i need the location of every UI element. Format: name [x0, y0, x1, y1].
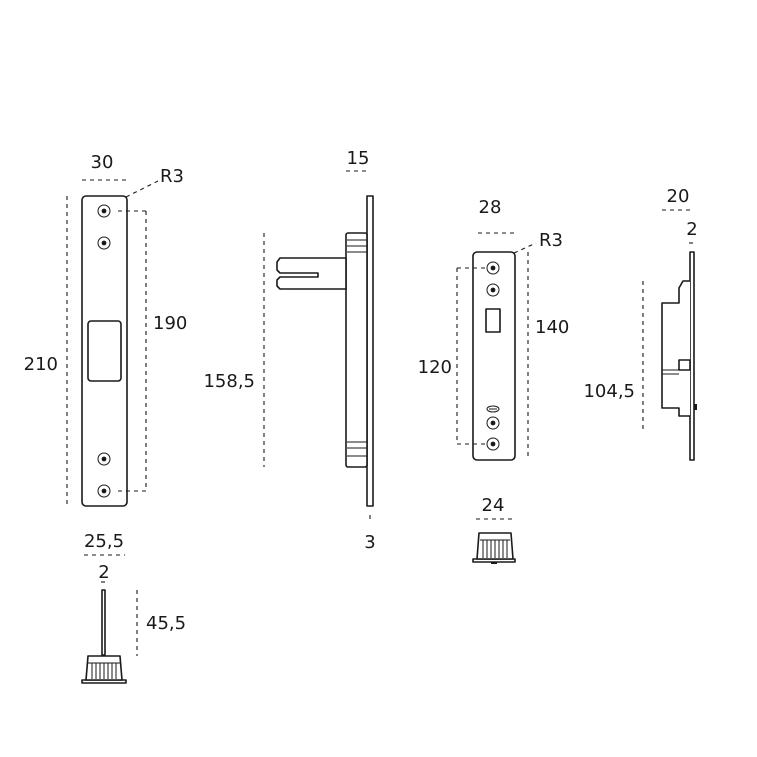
keeper-screw	[678, 359, 691, 371]
strike-plate-long	[81, 195, 128, 507]
bolt-fork	[276, 257, 347, 290]
screw-hole-icon	[486, 437, 500, 451]
logo-mark	[486, 405, 500, 413]
dim-width-28: 28	[479, 197, 502, 218]
screw-hole-icon	[97, 204, 111, 218]
dim-width-20: 20	[667, 186, 690, 207]
dimension-lines-lock-body	[263, 170, 371, 522]
dim-spindle-2: 2	[98, 562, 109, 583]
latch-opening	[485, 308, 501, 333]
latch-opening	[87, 320, 122, 382]
dim-faceplate-3: 3	[364, 532, 375, 553]
dim-spacing-190: 190	[153, 313, 187, 334]
screw-hole-icon	[97, 484, 111, 498]
screw-hole-icon	[486, 261, 500, 275]
dim-height-210: 210	[24, 354, 58, 375]
dim-radius-r3-short: R3	[539, 230, 563, 251]
dimension-lines-keeper	[642, 209, 694, 430]
screw-hole-icon	[97, 236, 111, 250]
dim-spacing-120: 120	[418, 357, 452, 378]
dim-radius-r3-long: R3	[160, 166, 184, 187]
screw-hole-icon	[97, 452, 111, 466]
dim-height-140: 140	[535, 317, 569, 338]
dim-height-158-5: 158,5	[203, 371, 255, 392]
dimension-lines-cylinder-long	[84, 554, 138, 656]
dim-width-25-5: 25,5	[84, 531, 124, 552]
screw-hole-icon	[486, 416, 500, 430]
cylinder-short	[472, 532, 516, 564]
dim-height-45-5: 45,5	[146, 613, 186, 634]
lock-body-side-view	[276, 195, 374, 507]
cylinder-long	[81, 589, 127, 684]
dim-width-24: 24	[482, 495, 505, 516]
strike-plate-short	[472, 251, 516, 461]
dim-width-30: 30	[91, 152, 114, 173]
dimension-lines-long-plate	[66, 179, 159, 506]
dim-depth-15: 15	[347, 148, 370, 169]
dim-plate-2: 2	[686, 219, 697, 240]
dim-height-104-5: 104,5	[583, 381, 635, 402]
screw-hole-icon	[486, 283, 500, 297]
dimension-lines-short-plate	[456, 232, 537, 460]
keeper-side-view	[661, 251, 697, 461]
